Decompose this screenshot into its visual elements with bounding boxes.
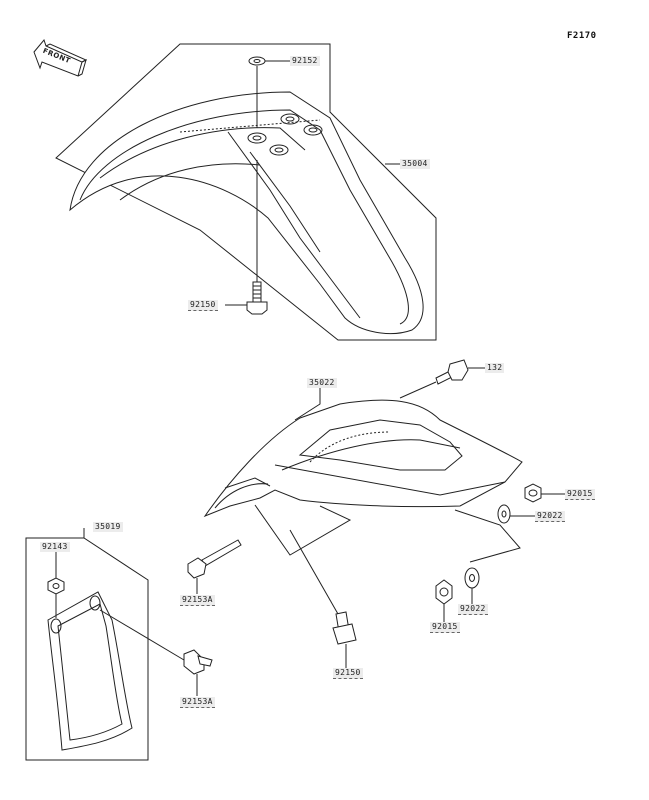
- rear-fender-icon: [203, 399, 523, 518]
- nut-icon: [435, 579, 453, 605]
- part-label-92150-top: 92150: [188, 300, 218, 311]
- nut-icon: [47, 577, 65, 595]
- washer-icon: [497, 504, 511, 524]
- part-label-35004: 35004: [400, 159, 430, 169]
- part-label-92153A-bottom: 92153A: [180, 697, 215, 708]
- part-label-92022-bottom: 92022: [458, 604, 488, 615]
- part-label-92153A-left: 92153A: [180, 595, 215, 606]
- part-label-35022: 35022: [307, 378, 337, 388]
- part-label-92015-right: 92015: [565, 489, 595, 500]
- bolt-icon: [332, 611, 357, 645]
- part-label-92143: 92143: [40, 542, 70, 552]
- bolt-icon: [246, 281, 268, 315]
- nut-icon: [524, 483, 542, 503]
- front-arrow-icon: [33, 38, 88, 77]
- mud-flap-icon: [47, 591, 133, 751]
- part-label-92150-bottom: 92150: [333, 668, 363, 679]
- washer-icon: [464, 567, 480, 589]
- part-label-92015-bottom: 92015: [430, 622, 460, 633]
- part-label-35019: 35019: [93, 522, 123, 532]
- part-label-92152: 92152: [290, 56, 320, 66]
- part-label-132: 132: [485, 363, 505, 373]
- mud-flap-frame: [25, 537, 149, 761]
- front-fender-icon: [69, 91, 424, 335]
- diagram-code: F2170: [567, 31, 597, 41]
- bolt-icon: [187, 539, 242, 579]
- part-label-92022-right: 92022: [535, 511, 565, 522]
- bolt-icon: [183, 649, 213, 675]
- bolt-icon: [435, 359, 469, 385]
- washer-icon: [248, 56, 266, 66]
